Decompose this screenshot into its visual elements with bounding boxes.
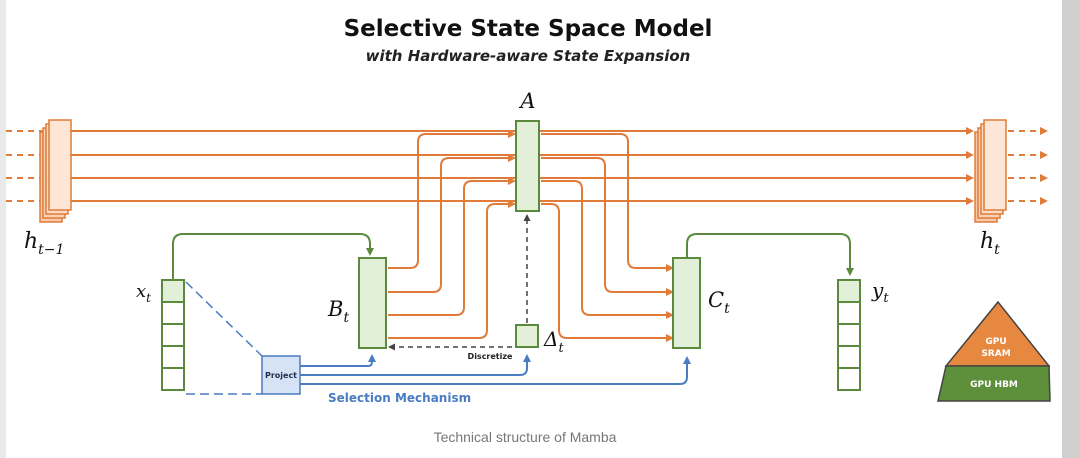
gpu-memory-legend: GPU SRAM GPU HBM	[937, 300, 1051, 402]
h-t-label: ht	[980, 229, 1000, 258]
figure-caption: Technical structure of Mamba	[434, 429, 617, 445]
c-t-block	[672, 257, 701, 349]
project-box	[261, 355, 301, 395]
x-to-b-arrow	[172, 233, 374, 280]
selection-arrows	[300, 354, 691, 385]
b-t-block	[358, 257, 387, 349]
left-dashed-inputs	[6, 130, 42, 202]
c-to-y-arrow	[686, 233, 854, 276]
selection-mechanism-label: Selection Mechanism	[328, 391, 471, 405]
b-t-label: Bt	[327, 297, 349, 326]
y-t-label: yt	[871, 278, 889, 306]
delta-label: Δt	[543, 327, 564, 356]
discretize-label: Discretize	[468, 352, 513, 361]
y-t-vector	[837, 279, 861, 391]
sram-label-line2: SRAM	[981, 349, 1010, 359]
c-t-label: Ct	[708, 288, 730, 317]
a-label: A	[518, 89, 535, 113]
x-t-vector	[161, 279, 185, 391]
delta-block	[515, 324, 539, 348]
x-project-dash-top	[185, 281, 263, 357]
figure-canvas: Selective State Space Model with Hardwar…	[6, 0, 1062, 458]
mamba-diagram: Selective State Space Model with Hardwar…	[6, 16, 1051, 445]
h-t-state-block	[974, 119, 1007, 223]
b-to-state-connections	[388, 130, 516, 339]
hbm-label: GPU HBM	[970, 380, 1018, 390]
right-edge-strip	[1062, 0, 1080, 458]
project-label: Project	[265, 371, 297, 380]
right-dashed-outputs	[1008, 127, 1048, 205]
h-prev-label: ht−1	[24, 229, 64, 258]
diagram-title: Selective State Space Model	[344, 16, 713, 42]
h-prev-state-block	[39, 119, 72, 223]
x-t-label: xt	[136, 281, 151, 305]
diagram-subtitle: with Hardware-aware State Expansion	[366, 47, 691, 65]
sram-label-line1: GPU	[985, 337, 1006, 347]
state-to-c-connections	[541, 133, 674, 342]
a-matrix-block	[515, 120, 540, 212]
